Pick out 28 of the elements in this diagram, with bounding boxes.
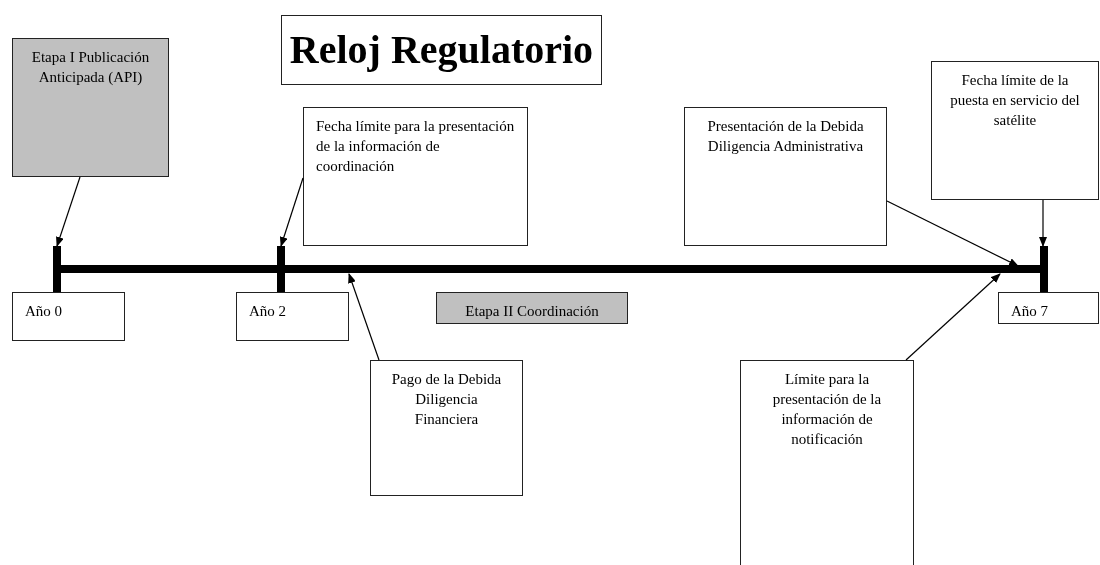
timeline-bar [53, 246, 1048, 292]
year-box [236, 292, 349, 341]
stage-box [436, 292, 628, 324]
stage-box [12, 38, 169, 177]
arrow [1039, 199, 1047, 247]
box-text: Etapa II Coordinación [464, 302, 600, 321]
title: Reloj Regulatorio [289, 30, 594, 70]
box-text: Límite para la presentación de la información de notificación [771, 370, 883, 449]
arrow [905, 273, 1001, 361]
milestone-box [370, 360, 523, 496]
box-text: Presentación de la Debida Diligencia Administrativa [706, 117, 865, 156]
box-text: Fecha límite de la puesta en servicio del satélite [949, 71, 1081, 130]
arrow [56, 176, 81, 247]
arrow [279, 177, 304, 247]
year-box [998, 292, 1099, 324]
box-text: Fecha límite para la presentación de la información de coordinación [316, 117, 515, 176]
box-text: Año 0 [25, 302, 64, 321]
milestone-box [740, 360, 914, 565]
milestone-box [684, 107, 887, 246]
box-text: Etapa I Publicación Anticipada (API) [30, 48, 151, 87]
box-text: Año 7 [1011, 302, 1050, 321]
year-box [12, 292, 125, 341]
box-text: Pago de la Debida Diligencia Financiera [390, 370, 503, 429]
box-text: Año 2 [249, 302, 288, 321]
arrow [348, 273, 380, 361]
milestone-box [303, 107, 528, 246]
arrow [886, 200, 1019, 267]
milestone-box [931, 61, 1099, 200]
